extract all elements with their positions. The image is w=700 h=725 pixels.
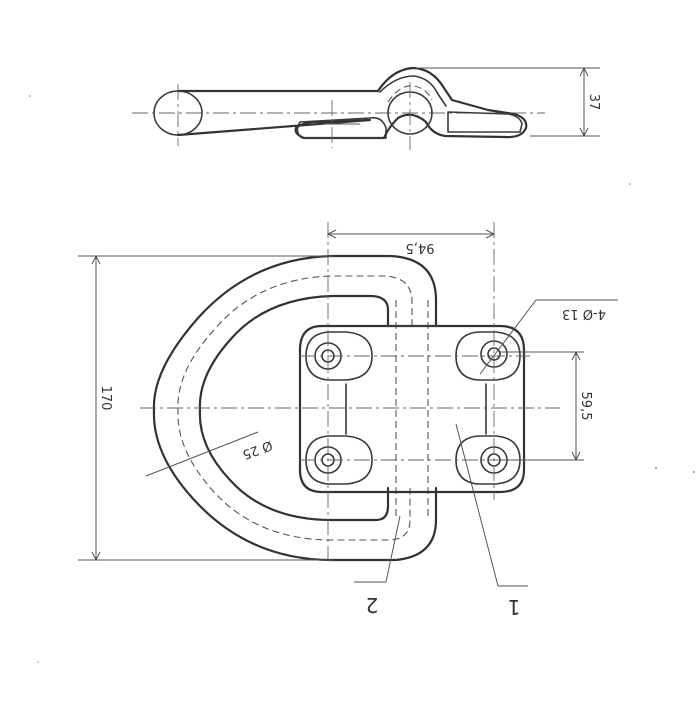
d-ring-inner <box>198 294 390 522</box>
d-ring-centerline <box>177 275 413 541</box>
dim-37-label: 37 <box>586 94 601 111</box>
dim-170-arrows <box>91 254 101 562</box>
dim-94-5-arrows <box>326 229 496 239</box>
part-1-leader <box>455 423 499 587</box>
dim-170-label: 170 <box>98 386 113 411</box>
part-2-leader <box>385 515 401 583</box>
hole-callout-leader <box>479 299 537 375</box>
plan-view: 94,5 59,5 170 4-Ø 13 Ø 25 2 1 <box>78 222 618 619</box>
side-base-plate <box>296 116 387 139</box>
base-plate <box>298 324 526 494</box>
speck <box>693 471 695 473</box>
side-view: 37 <box>132 66 601 150</box>
side-hidden-curve <box>387 85 433 103</box>
side-rod-outline <box>176 66 528 140</box>
ring-diameter-label: Ø 25 <box>240 437 274 462</box>
part-1-label: 1 <box>508 595 521 619</box>
speck <box>37 661 39 663</box>
dim-59-5-label: 59,5 <box>578 392 593 421</box>
hole-callout-label: 4-Ø 13 <box>562 306 606 321</box>
dim-37-arrows <box>579 66 589 138</box>
dim-94-5-label: 94,5 <box>406 240 435 255</box>
slot-outline <box>455 435 521 485</box>
side-inner-curve <box>379 75 447 107</box>
speck <box>29 95 31 97</box>
part-2-label: 2 <box>366 593 379 617</box>
speck <box>629 183 631 185</box>
side-base-plate-right <box>447 111 523 133</box>
speck <box>655 467 657 469</box>
slot-outline <box>305 331 373 381</box>
slot-outline <box>455 331 521 381</box>
ring-diameter-leader <box>145 431 259 477</box>
dim-59-5-arrows <box>571 350 581 462</box>
slot-outline <box>305 435 373 485</box>
scan-noise <box>29 95 695 663</box>
